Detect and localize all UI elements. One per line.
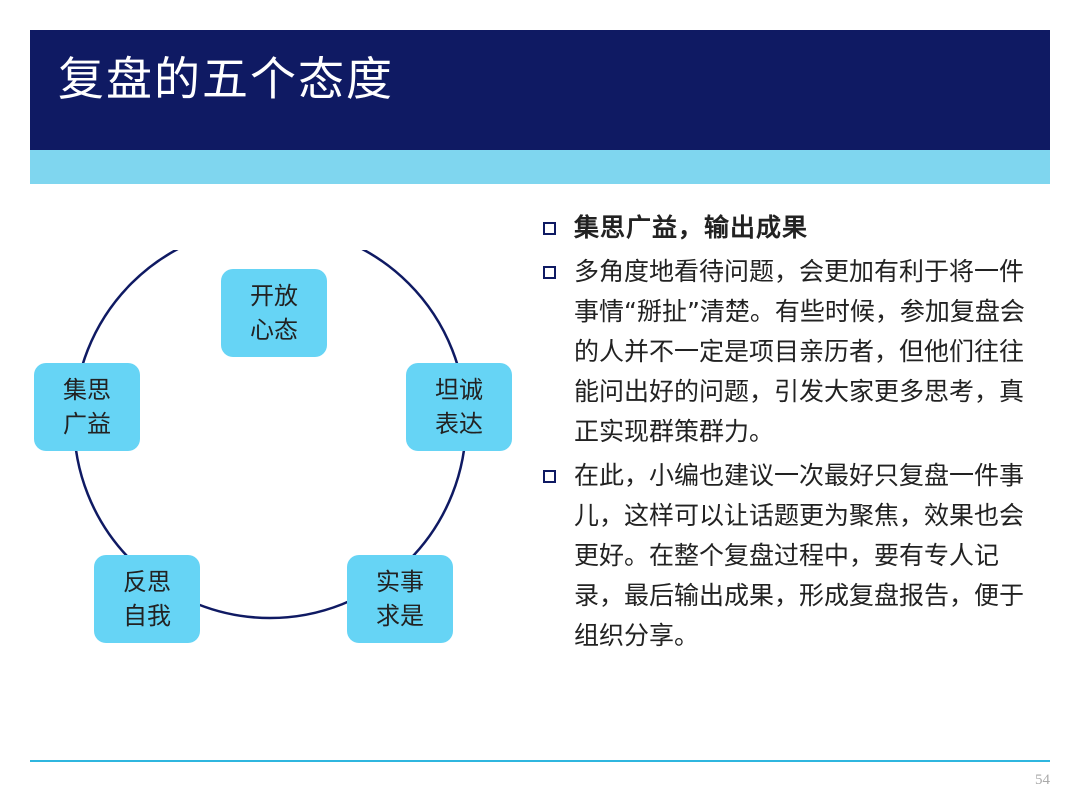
page-title: 复盘的五个态度 bbox=[58, 52, 394, 106]
bullet-text: 在此，小编也建议一次最好只复盘一件事儿，这样可以让话题更为聚焦，效果也会更好。在… bbox=[574, 461, 1025, 650]
page-number: 54 bbox=[1035, 772, 1050, 788]
bottom-rule bbox=[30, 760, 1050, 762]
node-line: 广益 bbox=[63, 410, 111, 438]
node-line: 实事 bbox=[376, 568, 424, 596]
square-bullet-icon bbox=[543, 470, 556, 483]
square-bullet-icon bbox=[543, 266, 556, 279]
bullet-text: 集思广益，输出成果 bbox=[574, 213, 809, 242]
node-self-reflection: 反思自我 bbox=[94, 555, 200, 643]
square-bullet-icon bbox=[543, 222, 556, 235]
node-seek-truth: 实事求是 bbox=[347, 555, 453, 643]
attitude-cycle-diagram: 开放心态 坦诚表达 实事求是 反思自我 集思广益 bbox=[30, 250, 530, 670]
node-collective-wisdom: 集思广益 bbox=[34, 363, 140, 451]
node-line: 自我 bbox=[123, 602, 171, 630]
node-line: 集思 bbox=[63, 376, 111, 404]
header-band bbox=[30, 30, 1050, 150]
bullet-list: 集思广益，输出成果 多角度地看待问题，会更加有利于将一件事情“掰扯”清楚。有些时… bbox=[540, 208, 1030, 660]
node-line: 心态 bbox=[250, 316, 298, 344]
node-line: 坦诚 bbox=[435, 376, 483, 404]
bullet-item: 集思广益，输出成果 bbox=[540, 208, 1030, 248]
node-line: 反思 bbox=[123, 568, 171, 596]
node-line: 求是 bbox=[376, 602, 424, 630]
node-line: 开放 bbox=[250, 282, 298, 310]
node-candid-expression: 坦诚表达 bbox=[406, 363, 512, 451]
node-line: 表达 bbox=[435, 410, 483, 438]
accent-band bbox=[30, 150, 1050, 184]
bullet-item: 多角度地看待问题，会更加有利于将一件事情“掰扯”清楚。有些时候，参加复盘会的人并… bbox=[540, 252, 1030, 452]
node-open-mind: 开放心态 bbox=[221, 269, 327, 357]
bullet-text: 多角度地看待问题，会更加有利于将一件事情“掰扯”清楚。有些时候，参加复盘会的人并… bbox=[574, 257, 1025, 446]
bullet-item: 在此，小编也建议一次最好只复盘一件事儿，这样可以让话题更为聚焦，效果也会更好。在… bbox=[540, 456, 1030, 656]
